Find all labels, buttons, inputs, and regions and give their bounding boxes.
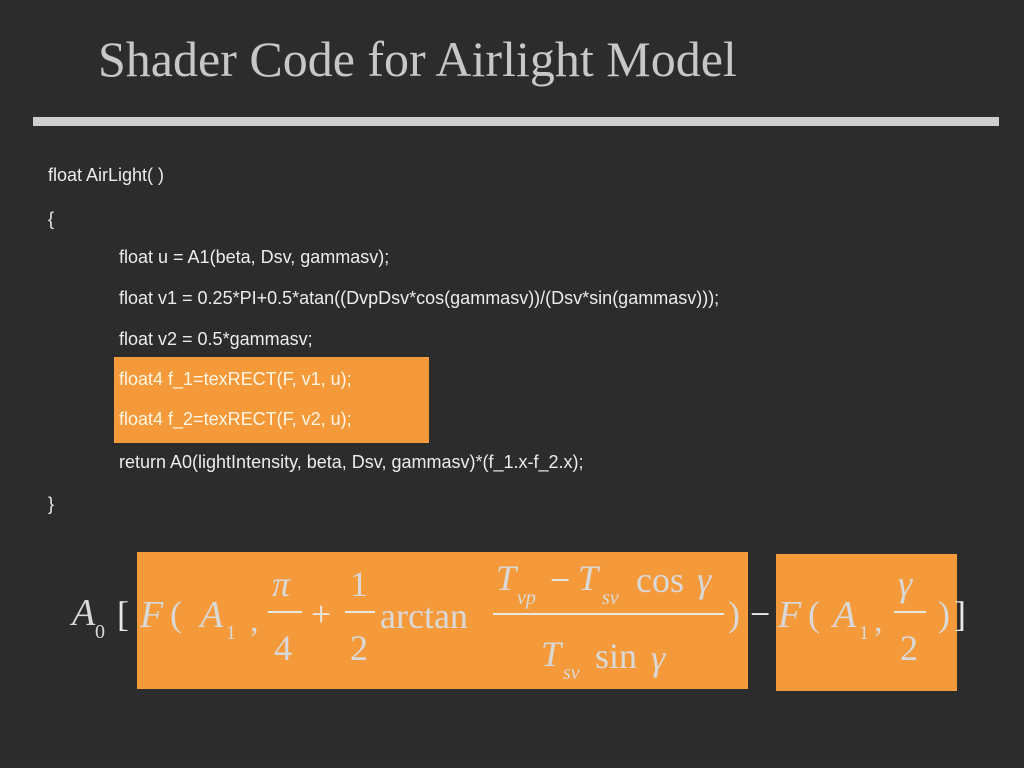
formula-arctan: arctan <box>380 596 468 636</box>
formula-gamma: γ <box>898 564 913 604</box>
formula-sub-sv: sv <box>602 587 619 609</box>
formula-t-vp: T <box>496 558 517 598</box>
formula-sub-1: 1 <box>226 622 236 644</box>
formula-paren-close: ) <box>938 594 950 634</box>
formula-comma: , <box>250 602 259 639</box>
formula-a1: A <box>200 594 224 636</box>
code-line: float v2 = 0.5*gammasv; <box>119 329 313 349</box>
fraction-bar <box>894 611 926 613</box>
code-line: float v1 = 0.25*PI+0.5*atan((DvpDsv*cos(… <box>119 288 720 308</box>
formula-sub-sv: sv <box>563 662 580 684</box>
formula-highlight-box-1 <box>137 552 748 689</box>
formula-two: 2 <box>900 628 918 668</box>
formula-t-sv: T <box>578 558 599 598</box>
formula-minus: − <box>750 594 771 634</box>
formula-sub-vp: vp <box>517 587 536 609</box>
formula-sub-0: 0 <box>95 621 105 643</box>
formula-t-sv-denominator: T <box>541 634 562 674</box>
formula-gamma: γ <box>697 560 712 600</box>
formula-paren-close: ) <box>728 594 740 634</box>
code-line: return A0(lightIntensity, beta, Dsv, gam… <box>119 452 584 472</box>
formula-one: 1 <box>350 564 368 604</box>
formula-minus: − <box>550 560 571 600</box>
title-divider <box>33 117 999 126</box>
formula-four: 4 <box>274 628 292 668</box>
fraction-bar <box>268 611 302 613</box>
formula-a1: A <box>833 594 857 636</box>
formula-paren-open: ( <box>808 594 820 634</box>
formula-sub-1: 1 <box>859 622 869 644</box>
code-highlight-box <box>114 357 429 443</box>
code-line-highlighted: float4 f_2=texRECT(F, v2, u); <box>119 409 352 429</box>
formula-f: F <box>140 594 164 636</box>
formula-plus: + <box>311 594 332 634</box>
code-line: { <box>48 209 55 229</box>
formula-pi: π <box>272 564 291 604</box>
formula-cos: cos <box>636 560 684 600</box>
slide-title: Shader Code for Airlight Model <box>98 31 737 87</box>
formula-comma: , <box>874 602 883 639</box>
formula-paren-open: ( <box>170 594 182 634</box>
formula-highlight-box-2 <box>776 554 957 691</box>
fraction-bar <box>345 611 375 613</box>
code-line: } <box>48 494 55 514</box>
formula-gamma: γ <box>651 638 666 678</box>
formula-f: F <box>778 594 802 636</box>
formula-bracket-close: ] <box>954 594 966 634</box>
code-line: float AirLight( ) <box>48 165 165 185</box>
formula-bracket-open: [ <box>117 594 129 634</box>
formula-two: 2 <box>350 628 368 668</box>
formula-a: A <box>72 592 96 634</box>
formula-sin: sin <box>595 636 638 676</box>
fraction-bar <box>493 613 724 615</box>
code-line: float u = A1(beta, Dsv, gammasv); <box>119 247 390 267</box>
code-line-highlighted: float4 f_1=texRECT(F, v1, u); <box>119 369 352 389</box>
